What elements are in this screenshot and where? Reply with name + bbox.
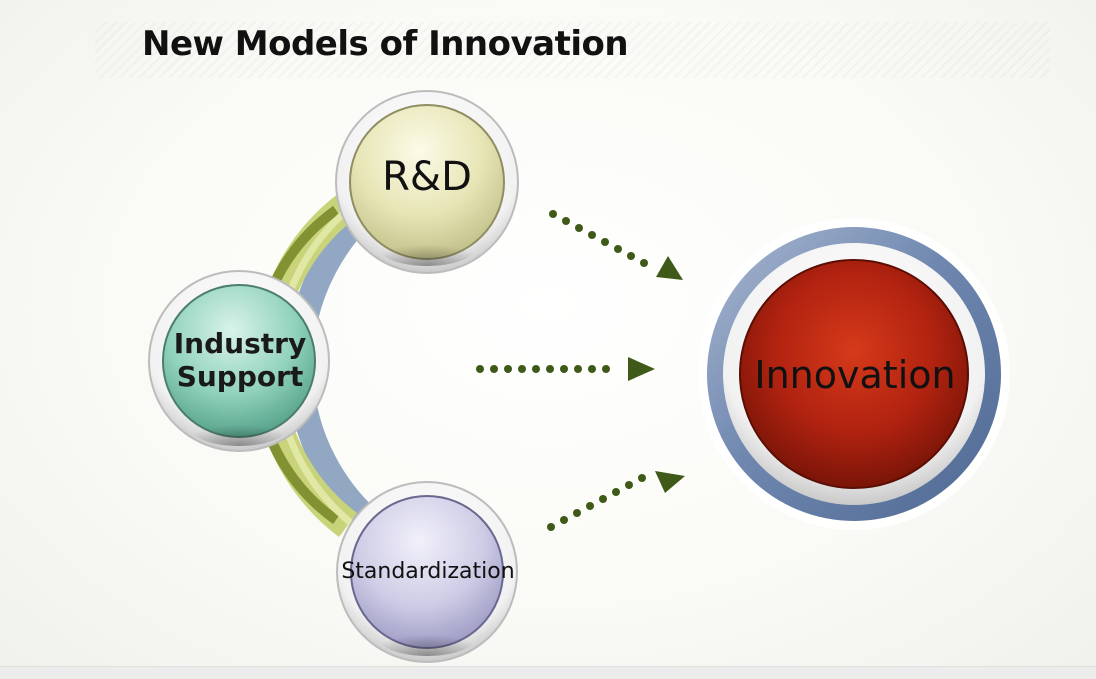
dotted-arrow-icon [549,210,683,280]
industry-support-node: Industry Support [148,270,330,452]
bottom-strip [0,666,1096,679]
innovation-node: Innovation [698,218,1010,530]
title-band [95,22,1050,78]
rd-node: R&D [335,90,519,274]
dotted-arrow-icon [547,471,685,531]
standardization-label: Standardization [341,559,514,584]
industry-support-label-line2: Support [177,360,304,393]
page-title: New Models of Innovation [142,24,629,64]
standardization-node: Standardization [336,481,518,663]
dotted-arrow-icon [476,357,655,381]
rd-label: R&D [382,154,472,200]
innovation-label: Innovation [754,353,955,397]
industry-support-label-line1: Industry [174,327,306,360]
